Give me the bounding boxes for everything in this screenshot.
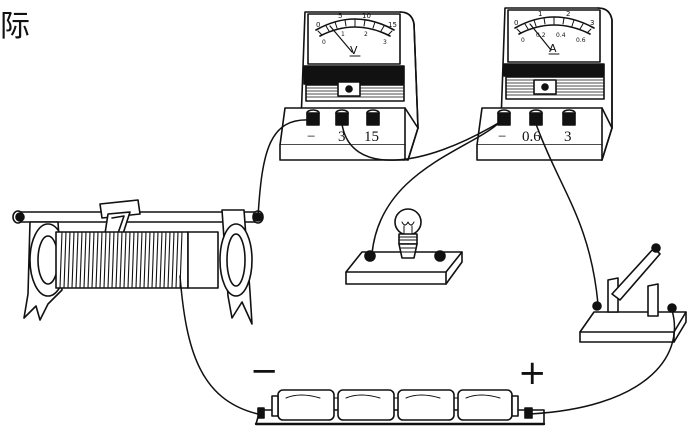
- voltmeter-terminal-3[interactable]: [335, 109, 349, 126]
- voltmeter-scale-bottom-2: 2: [364, 31, 368, 38]
- wire-switch-battery: [529, 309, 676, 415]
- battery-negative-sign: −: [250, 351, 279, 391]
- voltmeter-scale-bottom-0: 0: [322, 39, 326, 46]
- battery-terminal-pos[interactable]: [524, 407, 533, 419]
- voltmeter-scale-top-3: 15: [388, 21, 397, 29]
- lamp-board: [345, 208, 463, 285]
- wire-ammeter-lamp: [371, 121, 501, 255]
- ammeter-scale-top-3: 3: [590, 19, 594, 27]
- voltmeter: 0 5 10 15 0 1 2 3 V: [279, 11, 419, 161]
- ammeter-scale-top-2: 2: [566, 10, 570, 18]
- rheostat: [12, 199, 264, 325]
- battery-pack: − +: [250, 351, 547, 426]
- voltmeter-terminal-3-label: 3: [338, 129, 346, 145]
- voltmeter-scale-top-1: 5: [338, 12, 342, 20]
- rheostat-terminal-left[interactable]: [15, 212, 25, 222]
- ammeter-terminal-neg[interactable]: [497, 109, 511, 126]
- ammeter-scale-top-0: 0: [514, 19, 518, 27]
- ammeter-scale-bottom-0: 0: [521, 37, 525, 44]
- voltmeter-scale-top-0: 0: [316, 21, 320, 29]
- voltmeter-terminal-15[interactable]: [366, 109, 380, 126]
- lamp-terminal-left[interactable]: [364, 250, 376, 262]
- light-bulb-icon: [394, 208, 422, 259]
- voltmeter-scale-bottom-3: 3: [383, 39, 387, 46]
- voltmeter-terminal-neg[interactable]: [306, 109, 320, 126]
- voltmeter-scale-top-2: 10: [362, 12, 371, 20]
- battery-terminal-neg[interactable]: [257, 407, 265, 419]
- battery-cell-4: [457, 389, 513, 421]
- ammeter-terminal-3[interactable]: [562, 109, 576, 126]
- battery-cell-1: [277, 389, 335, 421]
- battery-positive-sign: +: [518, 353, 547, 393]
- ammeter: 0 1 2 3 0 0.2 0.4 0.6 A: [476, 7, 613, 161]
- switch-blade[interactable]: [611, 247, 661, 301]
- battery-cell-3: [397, 389, 455, 421]
- ammeter-scale-top-1: 1: [538, 10, 542, 18]
- voltmeter-unit-label: V: [350, 44, 358, 57]
- voltmeter-terminal-15-label: 15: [364, 129, 379, 145]
- wire-voltmeter-ammeter: [341, 121, 501, 161]
- ammeter-scale-bottom-2: 0.4: [556, 32, 566, 39]
- voltmeter-scale-bottom-1: 1: [341, 31, 345, 38]
- knife-switch: [579, 243, 687, 343]
- wires: [179, 119, 676, 415]
- header-fragment: 际: [0, 9, 30, 44]
- ammeter-terminal-0-6[interactable]: [529, 109, 543, 126]
- ammeter-scale-bottom-1: 0.2: [536, 32, 546, 39]
- wire-rheostat-voltmeter: [257, 119, 311, 218]
- battery-cell-2: [337, 389, 395, 421]
- ammeter-scale-bottom-3: 0.6: [576, 37, 586, 44]
- lamp-terminal-right[interactable]: [434, 250, 446, 262]
- wire-rheostat-battery: [179, 275, 259, 415]
- voltmeter-terminal-neg-label: −: [307, 129, 315, 145]
- switch-terminal-left[interactable]: [592, 301, 602, 311]
- ammeter-terminal-0-6-label: 0.6: [522, 129, 541, 145]
- rheostat-coil: [59, 231, 183, 289]
- ammeter-terminal-3-label: 3: [564, 129, 572, 145]
- wire-ammeter-switch: [535, 123, 599, 305]
- ammeter-unit-label: A: [549, 42, 557, 55]
- voltmeter-needle: [329, 25, 353, 53]
- ammeter-needle: [529, 23, 552, 51]
- ammeter-terminal-neg-label: −: [498, 129, 506, 145]
